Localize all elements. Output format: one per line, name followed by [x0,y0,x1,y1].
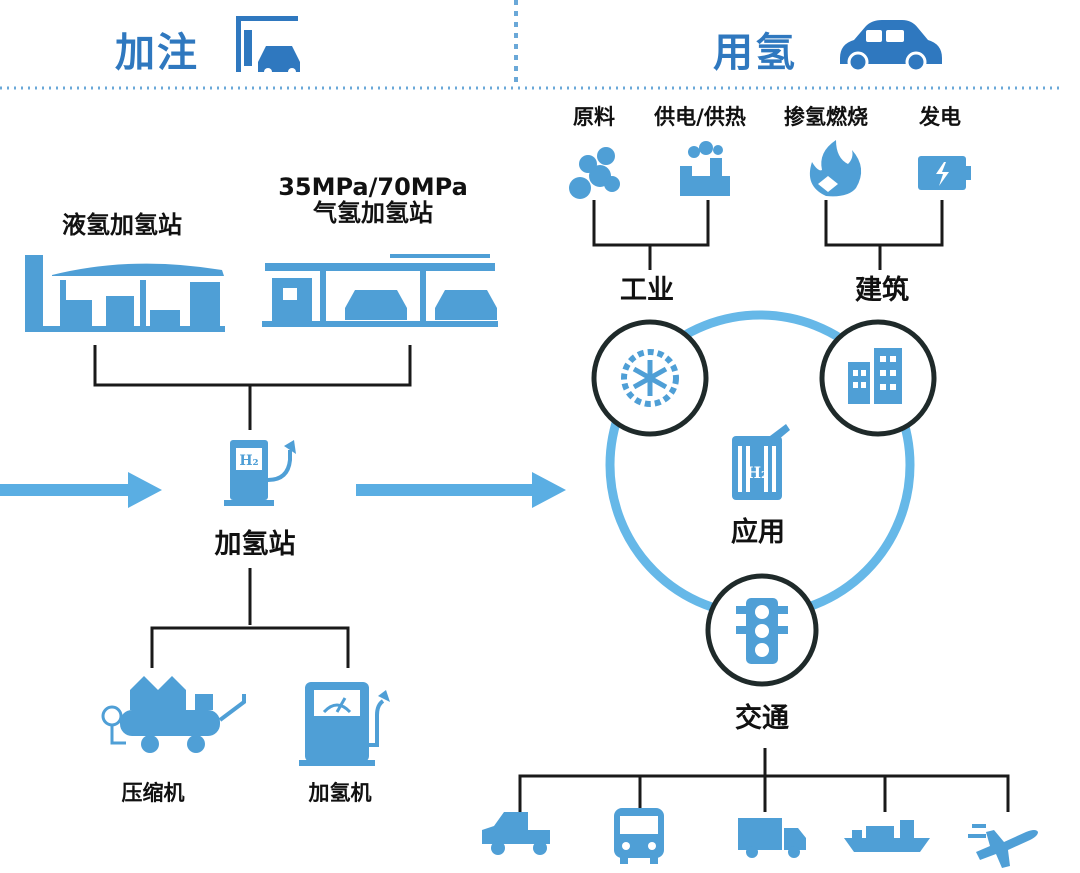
building-connector [824,200,944,270]
gas-hydrogen-station-icon [262,254,498,327]
ship-icon [844,820,930,852]
input-arrow [0,472,162,508]
dispenser-label: 加氢机 [308,781,372,805]
power-generation-label: 发电 [919,105,961,129]
industry-connector [592,200,710,270]
industry-label: 工业 [620,275,674,306]
transport-label: 交通 [735,703,789,734]
dispenser-icon [299,682,390,766]
right-section-title: 用氢 [713,30,797,76]
output-arrow [356,472,566,508]
svg-text:H₂: H₂ [239,453,258,469]
buildings-icon [848,348,902,404]
h2-fuel-pump-icon: H₂ [224,440,296,506]
building-label: 建筑 [855,275,909,306]
liquid-station-label: 液氢加氢站 [62,211,182,239]
bus-icon [614,808,664,864]
car-icon [840,20,942,73]
gas-station-pressure: 35MPa/70MPa [278,173,468,201]
box-truck-icon [738,818,806,858]
station-connector [93,345,412,430]
left-section-title: 加注 [115,30,199,76]
h2-tank-icon: H₂ [732,424,790,500]
compressor-label: 压缩机 [121,781,185,805]
blended-combustion-label: 掺氢燃烧 [784,105,868,129]
gas-station-label: 35MPa/70MPa 气氢加氢站 [278,174,468,227]
generator-icon [918,156,971,190]
equipment-connector [150,568,350,668]
liquid-hydrogen-station-icon [25,255,225,332]
application-label: 应用 [731,517,785,548]
transport-connector [518,748,1010,812]
svg-text:H₂: H₂ [746,463,768,482]
raw-material-label: 原料 [573,105,615,129]
snowflake-gear-icon [621,349,679,407]
fuel-pump-car-icon [236,16,300,76]
traffic-light-icon [736,598,788,664]
gas-station-type: 气氢加氢站 [312,199,433,228]
power-heat-label: 供电/供热 [654,105,746,129]
hub-station-label: 加氢站 [214,529,296,560]
factory-icon [680,141,730,196]
compressor-icon [101,676,246,753]
airplane-icon [968,824,1038,868]
pickup-truck-icon [482,812,550,855]
pipes-icon [569,147,620,199]
flame-icon [809,140,862,197]
